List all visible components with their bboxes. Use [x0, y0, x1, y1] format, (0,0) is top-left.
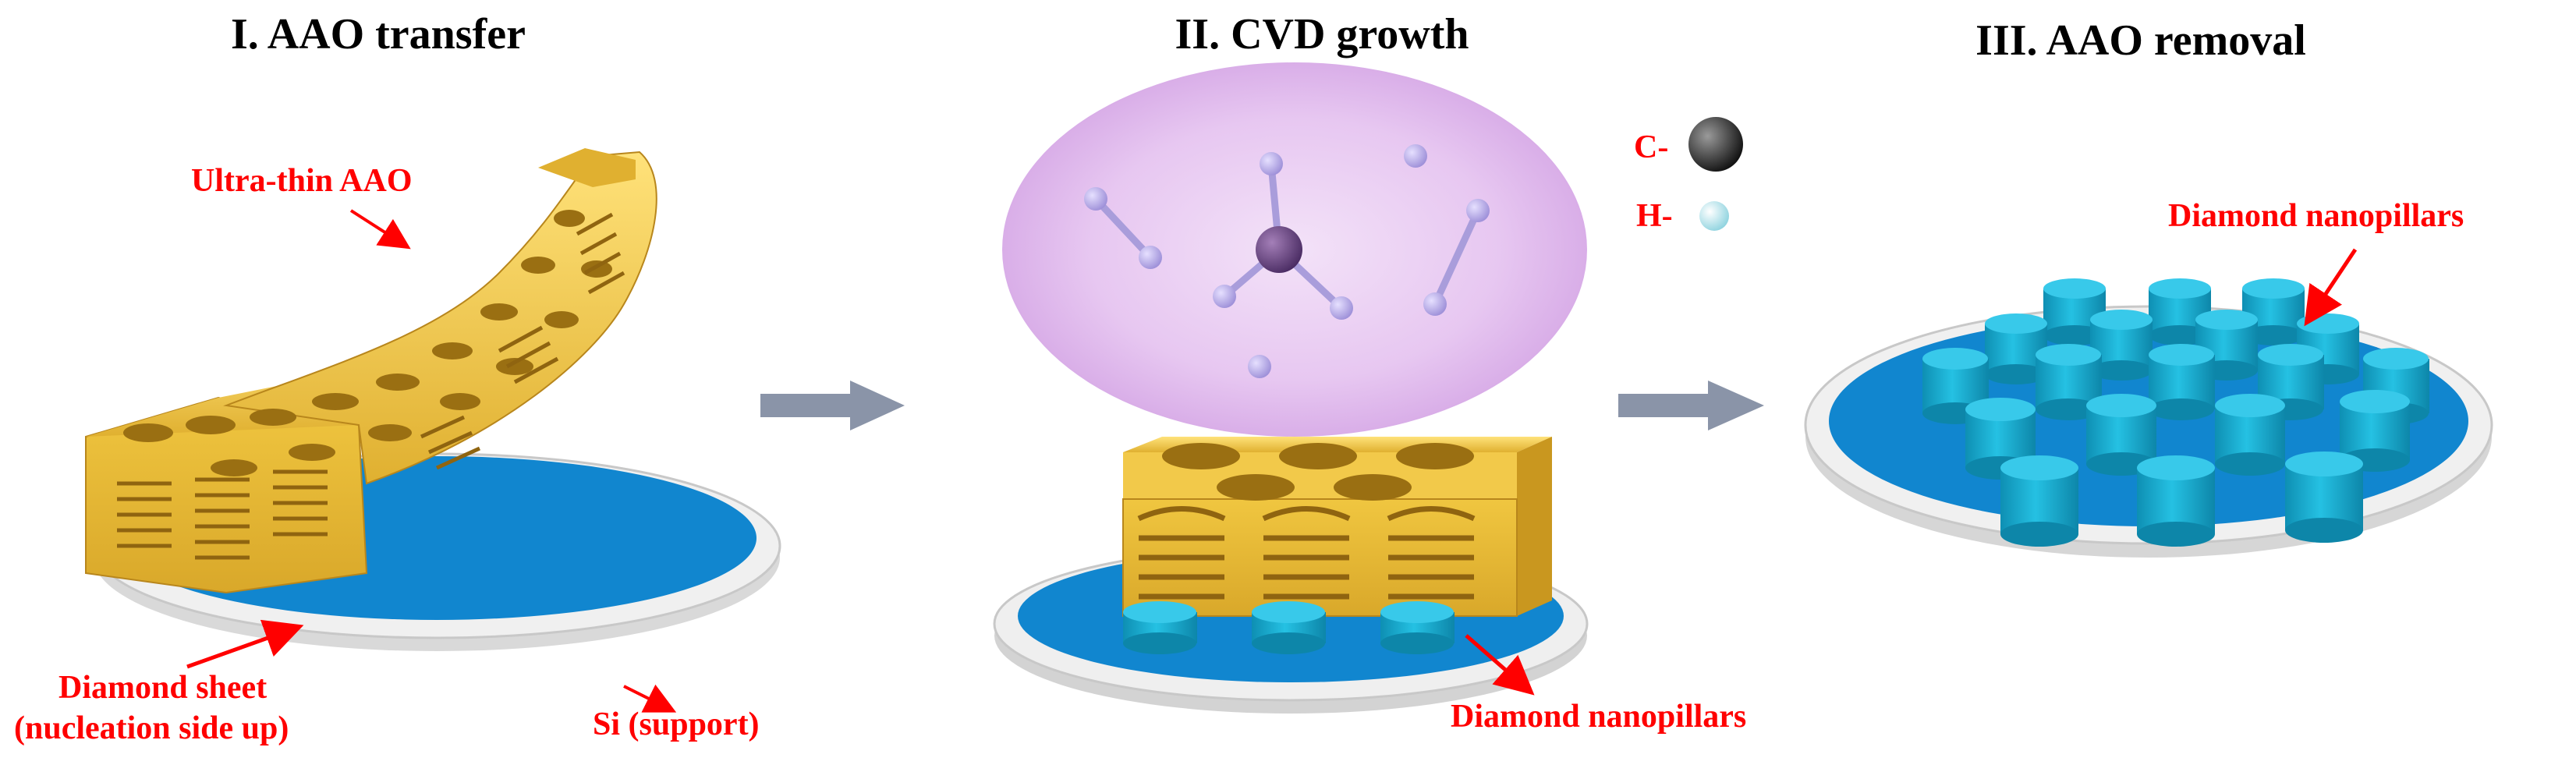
panel-1-aao-transfer: Ultra-thin AAO Diamond sheet (nucleation…: [14, 148, 781, 746]
arrow-diamond-nanopillars-step3: [2304, 248, 2358, 327]
process-arrow-2: [1618, 381, 1764, 430]
arrow-si-support: [623, 684, 677, 713]
nanopillar: [2149, 344, 2215, 420]
nanopillar: [2285, 452, 2363, 543]
legend-hydrogen-label: H-: [1636, 198, 1673, 234]
label-diamond-sheet-line1: Diamond sheet: [58, 670, 267, 706]
panel-2-cvd-growth: Diamond nanopillars C- H-: [993, 62, 1746, 735]
panel-3-aao-removal: Diamond nanopillars: [1804, 198, 2493, 558]
nanopillar: [2090, 310, 2153, 381]
nanopillar: [2036, 344, 2102, 420]
label-diamond-sheet-line2: (nucleation side up): [14, 710, 289, 746]
legend-carbon-label: C-: [1634, 129, 1668, 165]
nanopillar-array: [1922, 278, 2429, 547]
panel-2-title: II. CVD growth: [1175, 10, 1469, 58]
arrow-diamond-sheet: [186, 619, 304, 669]
nanopillars-step2: [1123, 601, 1455, 654]
carbon-atom-icon: [1688, 117, 1743, 172]
aao-membrane: [85, 148, 657, 594]
precursor-molecules: [1084, 144, 1490, 378]
nanopillar: [2137, 455, 2215, 547]
arrow-ultra-thin-aao: [349, 209, 411, 250]
nanopillar: [2043, 278, 2106, 345]
aao-block: [1122, 437, 1552, 617]
nanopillar: [2340, 390, 2410, 472]
arrow-diamond-nanopillars-step2: [1465, 634, 1535, 696]
process-arrow-1: [760, 381, 905, 430]
nanopillar: [2000, 455, 2078, 547]
panel-3-title: III. AAO removal: [1975, 16, 2306, 65]
nanopillar: [2215, 394, 2285, 476]
panel-1-title: I. AAO transfer: [231, 10, 526, 58]
label-diamond-nanopillars-step2: Diamond nanopillars: [1451, 699, 1746, 735]
atom-legend: C- H-: [1634, 117, 1743, 234]
label-diamond-nanopillars-step3: Diamond nanopillars: [2168, 198, 2464, 234]
label-ultra-thin-aao: Ultra-thin AAO: [191, 163, 413, 199]
label-si-support: Si (support): [593, 706, 760, 742]
hydrogen-atom-icon: [1699, 201, 1729, 231]
